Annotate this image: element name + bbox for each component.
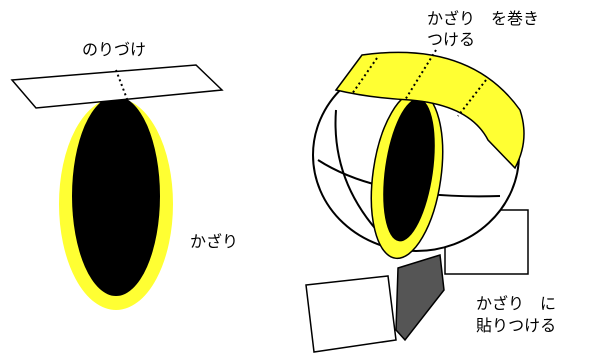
label-glue-tab: のりづけ: [82, 40, 147, 59]
left-glue-tab: [10, 64, 224, 109]
left-core-ellipse: [72, 96, 160, 296]
right-band: [334, 51, 525, 170]
right-band-dots-1: [351, 57, 378, 95]
right-front-tab: [305, 275, 397, 353]
right-core-ellipse: [383, 98, 435, 242]
right-figure: [305, 49, 529, 353]
left-figure: [10, 64, 224, 310]
label-decoration-left: かざり: [190, 232, 239, 251]
right-shadow-tab: [395, 254, 445, 342]
label-wrap-line2: つける: [427, 30, 476, 49]
label-stick-line2: 貼りつける: [476, 316, 557, 335]
left-glue-fold-line: [115, 69, 128, 100]
label-wrap-line1: かざり を巻き: [427, 9, 540, 28]
label-stick-line1: かざり に: [476, 294, 557, 313]
